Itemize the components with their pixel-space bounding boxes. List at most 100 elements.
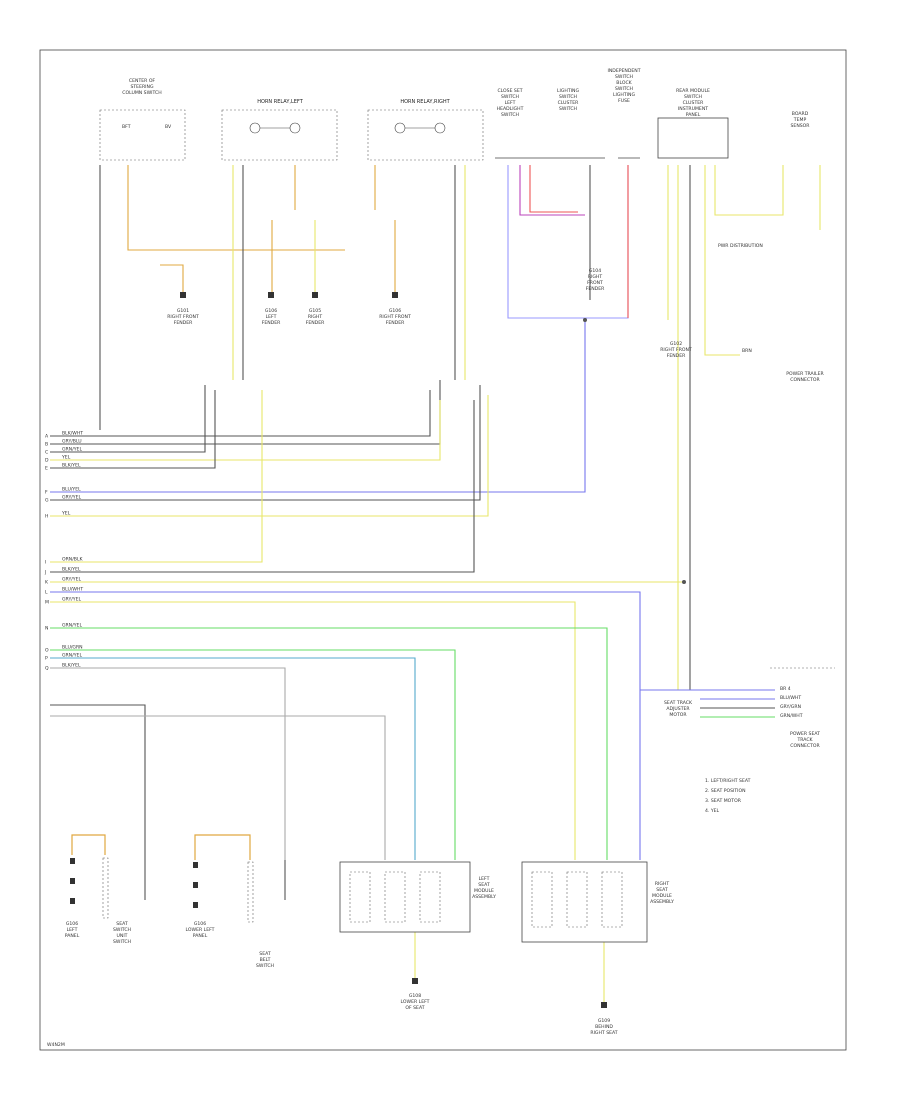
wire-label-8: YEL	[61, 511, 71, 517]
horn-relay-left: HORN RELAY,LEFT	[221, 99, 338, 161]
row-letter-2: B	[45, 442, 48, 448]
connector-pin-4: GRN/WHT	[780, 713, 803, 719]
wire-3	[50, 385, 206, 453]
row-letter-6: F	[45, 490, 48, 496]
wire-label-10: BLK/YEL	[62, 567, 81, 573]
footer-code: W4N2M	[47, 1042, 65, 1048]
wire-loop-purple	[519, 165, 585, 216]
row-letter-10: J	[44, 570, 46, 576]
wire-harness	[50, 165, 821, 1002]
row-letter-8: H	[45, 514, 48, 520]
wire-2	[50, 380, 441, 445]
junction-dot-2	[682, 580, 686, 584]
connector-pin-2: BLU/WHT	[780, 695, 801, 701]
wire-label-14: GRN/YEL	[62, 623, 82, 629]
connector-pin-1: BR 4	[780, 686, 791, 692]
row-letter-13: M	[45, 600, 49, 606]
wire-12	[50, 591, 641, 860]
diagram-frame	[39, 49, 847, 1051]
wire-18	[50, 704, 146, 860]
horn-relay-right-label: HORN RELAY,RIGHT	[400, 99, 450, 105]
wire-4	[50, 400, 441, 461]
switch-term-bv: BV	[165, 124, 172, 130]
wire-label-7: GRY/YEL	[62, 495, 82, 501]
connector-pin-3: GRY/GRN	[780, 704, 801, 710]
wire-loop-red	[529, 165, 578, 213]
junction-dot-1	[583, 318, 587, 322]
wire-14	[50, 627, 608, 860]
row-letter-3: C	[45, 450, 48, 456]
legend: 1. LEFT/RIGHT SEAT 2. SEAT POSITION 3. S…	[705, 778, 751, 814]
small-note: BRN	[742, 348, 752, 354]
wire-g101	[160, 264, 184, 292]
wire-label-16: GRN/YEL	[62, 653, 82, 659]
wire-label-15: BLU/GRN	[62, 645, 83, 651]
row-letter-16: P	[45, 656, 48, 662]
legend-item-4: 4. YEL	[705, 808, 720, 814]
wire-1	[50, 390, 431, 437]
horn-relay-left-label: HORN RELAY,LEFT	[257, 99, 303, 105]
wire-label-1: BLK/WHT	[62, 431, 83, 437]
wire-label-11: GRY/YEL	[62, 577, 82, 583]
wire-sensor-a	[714, 165, 784, 216]
row-letter-9: I	[45, 560, 46, 566]
wire-label-17: BLK/YEL	[62, 663, 81, 669]
legend-item-2: 2. SEAT POSITION	[705, 788, 746, 794]
pwr-distribution-label: PWR DISTRIBUTION	[718, 243, 763, 249]
wire-6	[50, 320, 586, 493]
wire-7	[50, 385, 481, 501]
wire-label-5: BLK/YEL	[62, 463, 81, 469]
wire-16	[50, 657, 416, 860]
wire-label-12: BLU/WHT	[62, 587, 83, 593]
switch-term-bft: BFT	[122, 124, 131, 130]
row-letter-15: O	[45, 648, 49, 654]
wire-label-6: BLU/YEL	[62, 487, 81, 493]
row-letter-11: K	[45, 580, 49, 586]
wire-steering-horn	[127, 165, 345, 251]
wire-label-13: GRY/YEL	[62, 597, 82, 603]
wire-reference-labels: ABLK/WHTBGRY/BLUCGRN/YELDYELEBLK/YELFBLU…	[44, 431, 84, 672]
horn-relay-right: HORN RELAY,RIGHT	[367, 99, 484, 161]
wire-label-3: GRN/YEL	[62, 447, 82, 453]
wire-19	[50, 715, 386, 860]
wire-label-4: YEL	[61, 455, 71, 461]
wire-17	[50, 667, 286, 860]
row-letter-1: A	[45, 434, 49, 440]
legend-item-3: 3. SEAT MOTOR	[705, 798, 742, 804]
row-letter-14: N	[45, 626, 48, 632]
wire-8	[50, 395, 489, 517]
row-letter-17: Q	[45, 666, 49, 672]
row-letter-4: D	[45, 458, 49, 464]
row-letter-12: L	[45, 590, 48, 596]
row-letter-5: E	[45, 466, 48, 472]
row-letter-7: G	[45, 498, 49, 504]
legend-item-1: 1. LEFT/RIGHT SEAT	[705, 778, 751, 784]
